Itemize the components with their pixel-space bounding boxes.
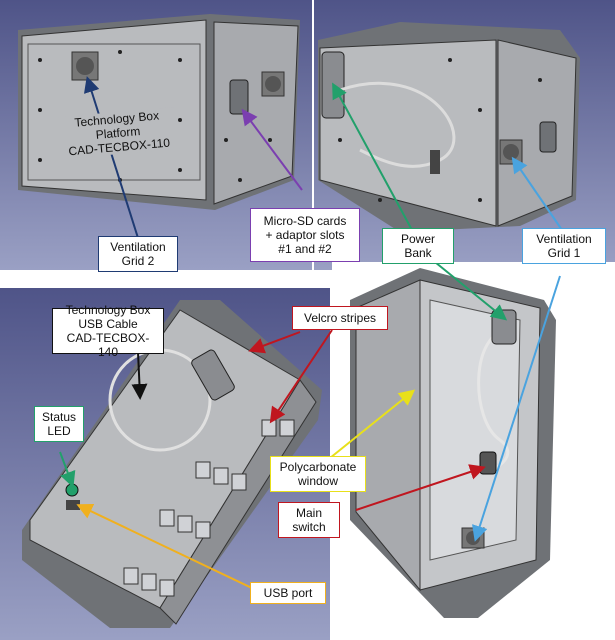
fan-grid-1 xyxy=(499,139,523,165)
sd-slot-top-right xyxy=(539,121,557,153)
arrow-usb-cable xyxy=(131,351,148,400)
fan-grid-side xyxy=(261,71,285,97)
box-bottom-right xyxy=(350,268,556,618)
power-bank-top xyxy=(321,51,345,119)
callout-power-bank: Power Bank xyxy=(382,228,454,264)
arrow-vent-grid-2 xyxy=(83,76,139,239)
callout-usb-port: USB port xyxy=(250,582,326,604)
callout-vent-grid-2: Ventilation Grid 2 xyxy=(98,236,178,272)
arrow-vent-grid-1-top xyxy=(511,156,563,231)
arrow-velcro-1 xyxy=(248,331,301,354)
box-top-right xyxy=(318,22,580,232)
arrow-micro-sd xyxy=(241,108,303,191)
sd-slot-top-left xyxy=(229,79,249,115)
arrow-velcro-2 xyxy=(269,329,333,424)
callout-polycarbonate: Polycarbonate window xyxy=(270,456,366,492)
arrow-main-switch xyxy=(355,464,486,511)
arrow-status-led xyxy=(59,451,76,488)
arrow-power-bank-bottom xyxy=(429,257,508,321)
callout-usb-cable: Technology Box USB Cable CAD-TECBOX-140 xyxy=(52,303,164,359)
fan-grid-bottom xyxy=(461,527,485,549)
callout-vent-grid-1: Ventilation Grid 1 xyxy=(522,228,606,264)
usb-cable-top xyxy=(339,82,456,168)
arrow-power-bank-top xyxy=(332,82,413,231)
usb-cable-bottom-right xyxy=(477,328,511,472)
arrow-polycarbonate xyxy=(329,389,416,459)
status-led-shape xyxy=(65,483,79,497)
main-switch-shape xyxy=(479,451,497,475)
arrow-usb-port xyxy=(76,503,257,591)
power-bank-bottom-left xyxy=(191,349,235,401)
usb-port-shape xyxy=(66,500,80,510)
callout-micro-sd: Micro-SD cards + adaptor slots #1 and #2 xyxy=(250,208,360,262)
velcro-pads xyxy=(123,419,295,597)
arrow-vent-grid-1-bottom xyxy=(472,275,561,542)
power-bank-bottom-right xyxy=(491,309,517,345)
fan-grid-2 xyxy=(71,51,99,81)
callout-main-switch: Main switch xyxy=(278,502,340,538)
callout-velcro: Velcro stripes xyxy=(292,306,388,330)
callout-status-led: Status LED xyxy=(34,406,84,442)
